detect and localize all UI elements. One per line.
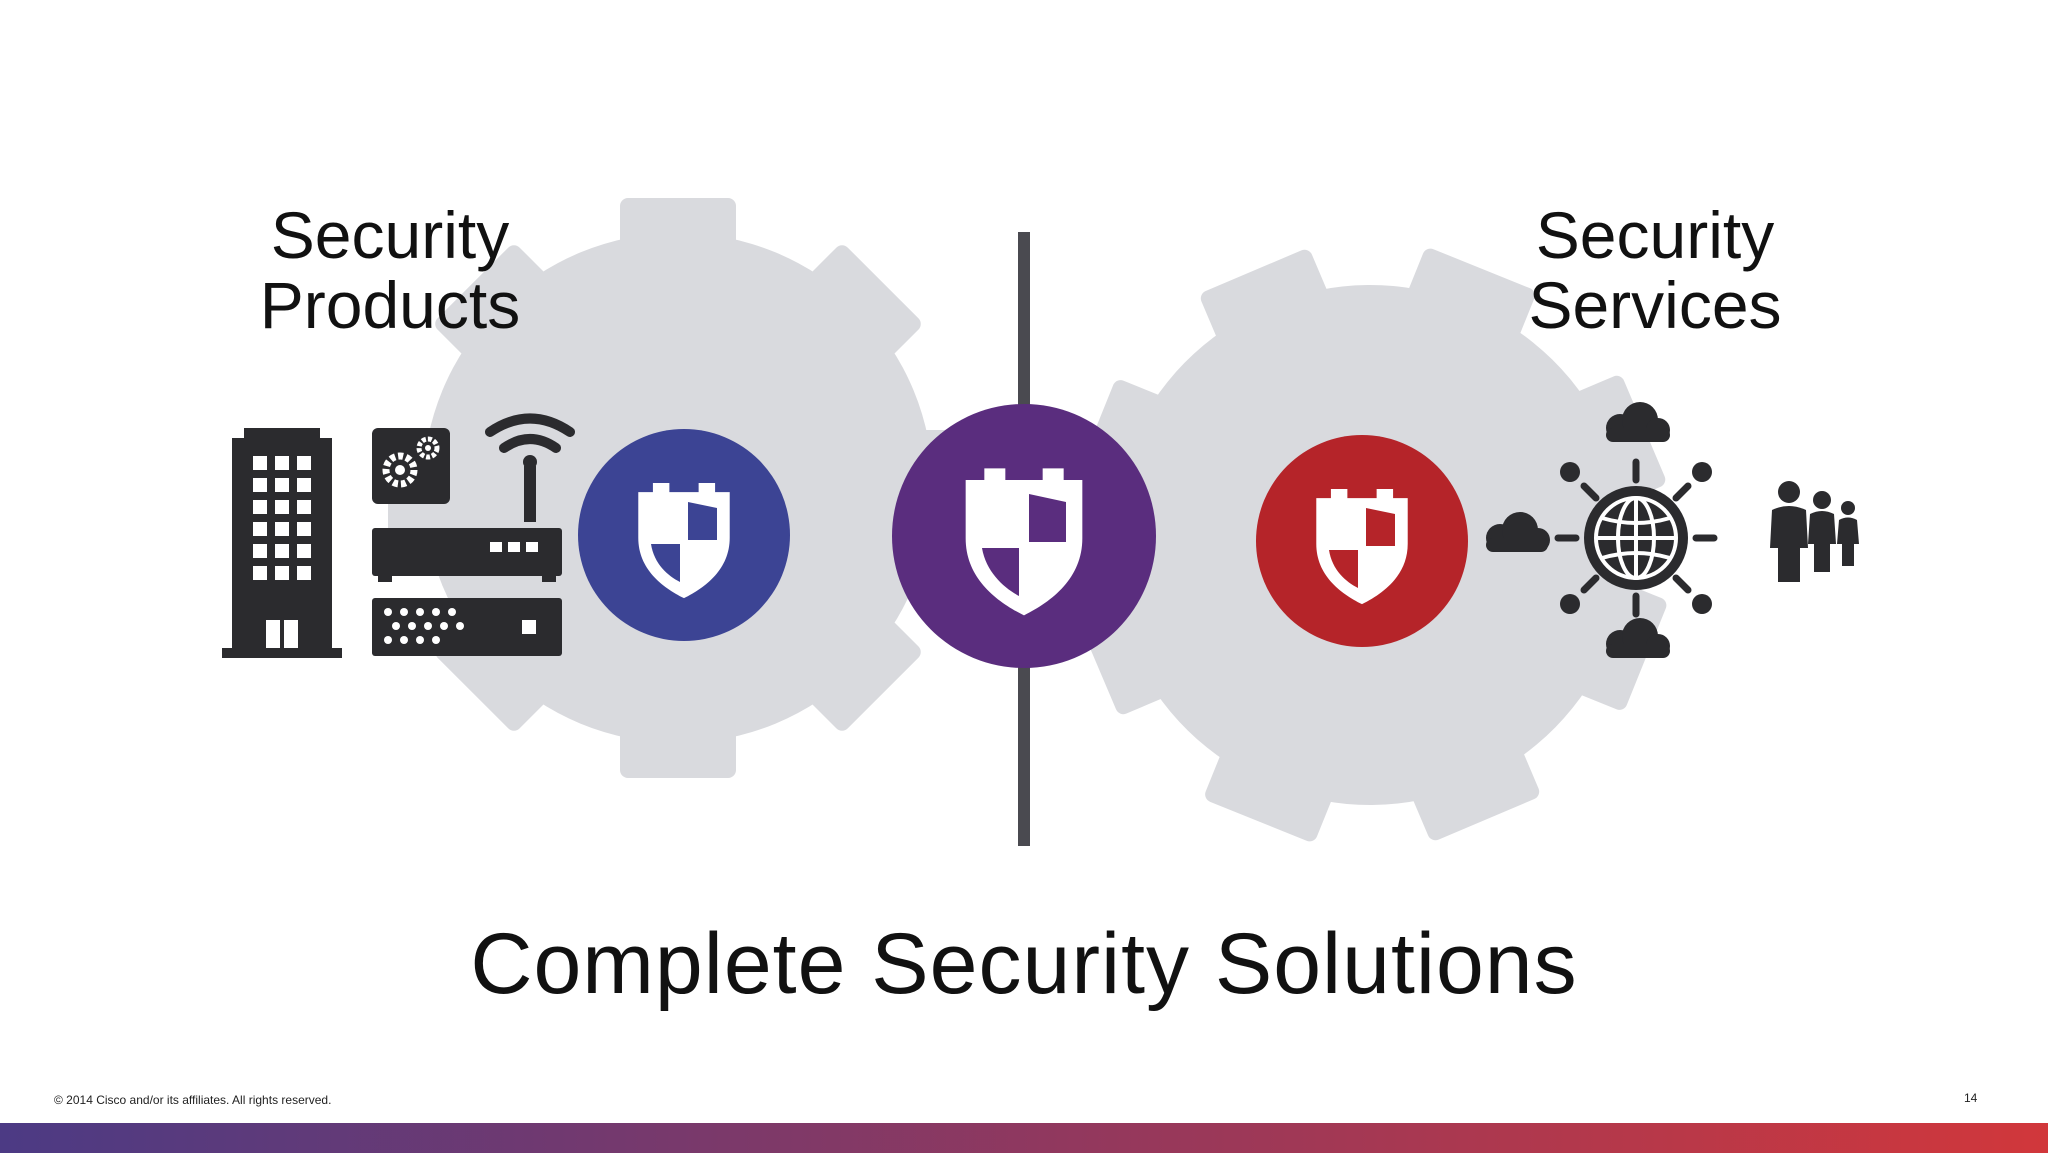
wireless-router-icon — [485, 413, 575, 522]
center-shield-badge — [892, 404, 1156, 668]
footer-gradient-bar — [0, 1123, 2048, 1153]
globe-network-icon — [1554, 458, 1718, 618]
users-group-icon — [1770, 481, 1859, 582]
products-shield-badge — [578, 429, 790, 641]
copyright-text: © 2014 Cisco and/or its affiliates. All … — [54, 1093, 332, 1107]
network-switch-icon — [372, 528, 562, 582]
heading-line: Security — [270, 198, 510, 272]
heading-line: Security — [1535, 198, 1775, 272]
security-services-heading: Security Services — [1455, 200, 1855, 340]
cloud-icon — [1606, 402, 1670, 442]
cloud-icon — [1486, 512, 1550, 552]
heading-line: Products — [259, 268, 521, 342]
services-shield-badge — [1256, 435, 1468, 647]
tagline: Complete Security Solutions — [470, 916, 1578, 1012]
cloud-icon — [1606, 618, 1670, 658]
gears-device-icon — [372, 428, 450, 504]
security-products-heading: Security Products — [190, 200, 590, 340]
heading-line: Services — [1528, 268, 1782, 342]
page-number: 14 — [1964, 1091, 1978, 1105]
server-icon — [372, 598, 562, 656]
building-icon — [222, 428, 342, 658]
